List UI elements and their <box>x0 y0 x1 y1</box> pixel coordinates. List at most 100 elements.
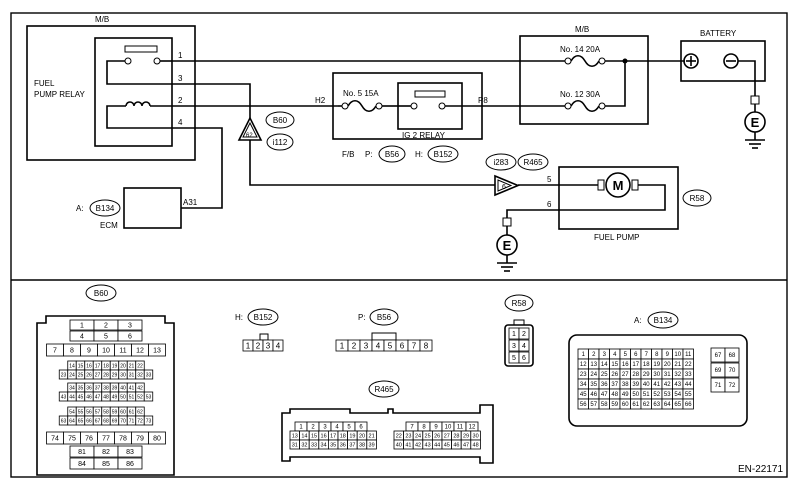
b56-pin-number: 8 <box>424 341 429 350</box>
b134-pin-number: 18 <box>643 362 650 368</box>
b134-pin-number: 31 <box>664 372 671 378</box>
connector-r465-callout <box>517 153 549 171</box>
r465-pin-number: 33 <box>311 442 317 448</box>
r465-pin-number: 38 <box>359 442 365 448</box>
r465-pin-number: 45 <box>444 442 450 448</box>
b60-pin-cell <box>148 431 166 445</box>
b60-pin-number: 76 <box>85 436 93 443</box>
b60-pin-number: 36 <box>86 385 92 391</box>
r465-pin-number: 24 <box>415 433 421 439</box>
b60-pin-number: 77 <box>102 436 110 443</box>
b152-pin-number: 1 <box>246 341 251 350</box>
relay-pin-4: 4 <box>178 118 183 127</box>
b60-pin-number: 46 <box>86 394 92 400</box>
b60-pin-number: 73 <box>146 418 152 424</box>
r465-pin-number: 13 <box>292 433 298 439</box>
b60-pin-number: 56 <box>86 409 92 415</box>
b60-pin-number: 69 <box>112 418 118 424</box>
b134-pin-number: 61 <box>632 402 639 408</box>
b152-pin-number: 3 <box>266 341 271 350</box>
b60-pin-cell <box>143 391 154 402</box>
b60-pin-number: 20 <box>120 363 126 369</box>
b134-pin-number: 14 <box>601 362 608 368</box>
battery-ground-e-text: E <box>751 115 760 130</box>
r465-pin-number: 3 <box>323 425 327 431</box>
r465-view-label: R465 <box>374 385 394 394</box>
b134-pin-number: 62 <box>643 402 650 408</box>
b60-pin-number: 70 <box>120 418 126 424</box>
b60-pin-number: 30 <box>120 372 126 378</box>
b60-pin-number: 78 <box>119 436 127 443</box>
relay-pin-1: 1 <box>178 51 183 60</box>
b134-pin-number: 32 <box>674 372 681 378</box>
b60-pin-number: 17 <box>95 363 101 369</box>
b60-pin-number: 19 <box>112 363 118 369</box>
schematic: M/B FUEL PUMP RELAY 1 3 2 4 62 <box>26 15 766 272</box>
b152-pin-number: 4 <box>276 341 281 350</box>
b60-pin-number: 12 <box>136 348 144 355</box>
b60-pin-number: 42 <box>137 385 143 391</box>
b134-pin-number: 54 <box>674 392 681 398</box>
b134-pin-number: 53 <box>664 392 671 398</box>
b134-pin-number: 50 <box>632 392 639 398</box>
b134-pin-number: 70 <box>729 368 736 374</box>
h-prefix: H: <box>415 150 423 159</box>
r465-pin-number: 30 <box>473 433 479 439</box>
b60-pin-number: 3 <box>128 323 132 330</box>
r465-pin-number: 35 <box>330 442 336 448</box>
b60-pin-cell <box>117 319 143 331</box>
b56-view-prefix: P: <box>358 313 366 322</box>
b134-pin-number: 34 <box>580 382 587 388</box>
b60-pin-number: 43 <box>61 394 67 400</box>
fuse-14-icon <box>570 54 600 68</box>
b60-pin-number: 52 <box>137 394 143 400</box>
b152-pin-cell <box>272 339 284 352</box>
b60-pin-number: 23 <box>61 372 67 378</box>
b60-pin-number: 4 <box>80 334 84 341</box>
connector-b152-text: B152 <box>434 150 453 159</box>
b134-pin-number: 15 <box>611 362 618 368</box>
connector-r58-text: R58 <box>690 194 705 203</box>
b60-pin-number: 86 <box>126 461 134 468</box>
r58-pin-cell <box>518 351 530 364</box>
ecm-label: ECM <box>100 221 118 230</box>
b60-pin-number: 74 <box>51 436 59 443</box>
b152-view-callout <box>247 308 279 326</box>
wire-p8-label: P8 <box>478 96 488 105</box>
r465-pin-cell <box>470 439 481 450</box>
b134-pin-number: 20 <box>664 362 671 368</box>
b134-pin-number: 2 <box>592 352 596 358</box>
b134-view-callout <box>647 311 679 329</box>
r58-view-label: R58 <box>512 299 527 308</box>
b60-pin-number: 60 <box>120 409 126 415</box>
b134-pin-number: 12 <box>580 362 587 368</box>
r465-pin-number: 26 <box>434 433 440 439</box>
connector-b56-text: B56 <box>385 150 400 159</box>
connector-b56-callout <box>378 145 406 163</box>
b134-pin-number: 52 <box>653 392 660 398</box>
r465-pin-number: 31 <box>292 442 298 448</box>
fuel-pump-relay-label-1: FUEL <box>34 79 55 88</box>
r465-pin-number: 36 <box>340 442 346 448</box>
b56-pin-number: 3 <box>364 341 369 350</box>
r465-pin-number: 42 <box>415 442 421 448</box>
b134-pin-number: 11 <box>685 352 692 358</box>
b60-pin-number: 45 <box>78 394 84 400</box>
b60-pin-cell <box>117 330 143 342</box>
b60-pin-number: 57 <box>95 409 101 415</box>
b134-pin-number: 3 <box>603 352 607 358</box>
b134-pin-number: 13 <box>590 362 597 368</box>
diagram-code: EN-22171 <box>738 464 783 475</box>
b134-pin-cell <box>724 377 740 393</box>
b134-pin-number: 21 <box>674 362 681 368</box>
b134-pin-cell <box>724 362 740 378</box>
battery-box <box>680 40 766 82</box>
b134-pin-number: 28 <box>632 372 639 378</box>
r465-pin-number: 5 <box>347 425 351 431</box>
r465-pin-number: 25 <box>425 433 431 439</box>
b60-pin-number: 54 <box>69 409 75 415</box>
b134-pin-number: 16 <box>622 362 629 368</box>
